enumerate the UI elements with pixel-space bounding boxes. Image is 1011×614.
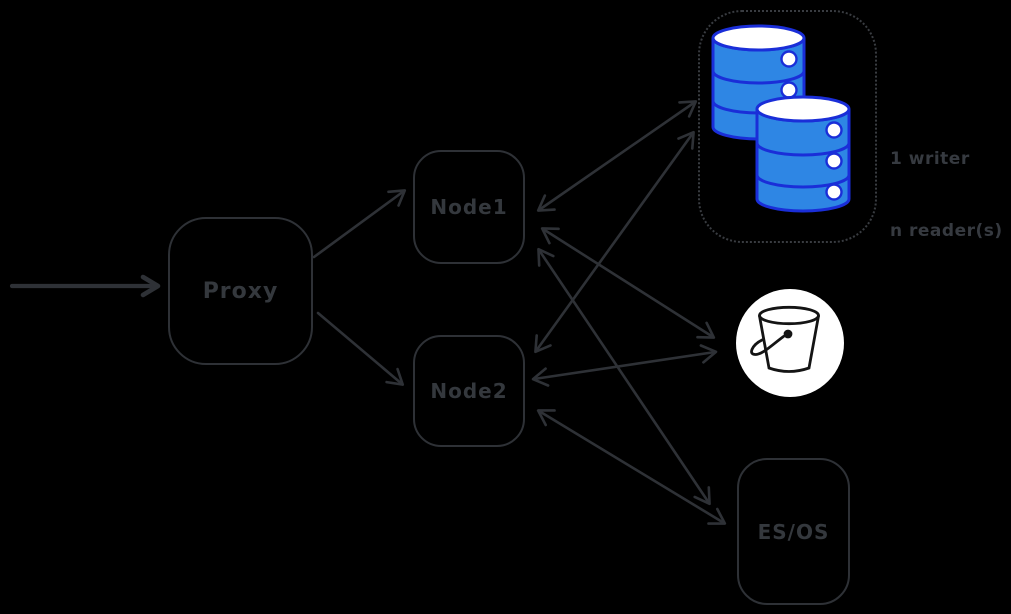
proxy-label: Proxy xyxy=(202,278,279,304)
database-cluster-container xyxy=(698,10,877,243)
database-cylinders-icon xyxy=(711,24,851,213)
database-cluster-annotation: 1 writer n reader(s) xyxy=(890,99,1003,291)
arrow-node1-database xyxy=(536,100,698,212)
arrow-node1-esos xyxy=(537,247,711,506)
arrow-proxy-to-node1 xyxy=(312,189,407,259)
node2-label: Node2 xyxy=(430,379,508,403)
arrow-node2-esos xyxy=(536,409,727,525)
bucket-circle xyxy=(736,289,844,397)
proxy-node: Proxy xyxy=(168,217,313,365)
es-os-label: ES/OS xyxy=(757,519,830,544)
bucket-icon xyxy=(736,289,844,397)
annotation-line-1: 1 writer xyxy=(890,149,970,169)
database-cylinder-front xyxy=(755,95,851,213)
arrow-node2-database xyxy=(534,130,695,354)
node1-node: Node1 xyxy=(413,150,525,264)
node2-node: Node2 xyxy=(413,335,525,447)
node1-label: Node1 xyxy=(430,195,508,219)
es-os-node: ES/OS xyxy=(737,458,850,605)
arrow-node1-bucket xyxy=(540,227,716,339)
arrow-proxy-to-node2 xyxy=(316,311,405,386)
annotation-line-2: n reader(s) xyxy=(890,221,1003,241)
